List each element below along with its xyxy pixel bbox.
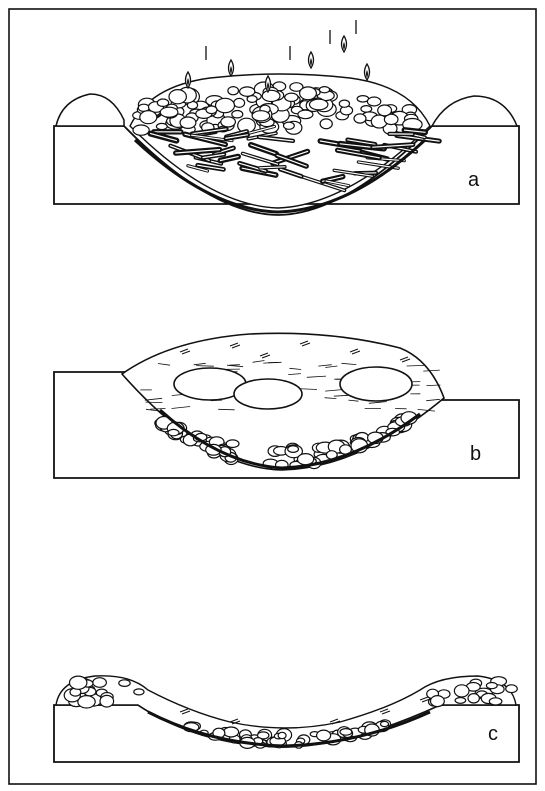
panel-label-a: a xyxy=(468,169,480,191)
stone xyxy=(70,676,87,689)
stone xyxy=(221,117,236,127)
stone xyxy=(226,440,239,448)
stone xyxy=(300,87,317,100)
stone xyxy=(354,114,366,123)
stone xyxy=(278,732,286,738)
stone xyxy=(361,106,372,113)
stone xyxy=(285,93,298,101)
spoil-heap-left-a xyxy=(56,94,124,126)
panel-label-b: b xyxy=(470,443,481,465)
stone xyxy=(168,429,179,435)
vegetation-strand xyxy=(218,409,235,410)
stone xyxy=(169,90,186,104)
panel-b: b xyxy=(54,333,519,478)
food-parcel-2 xyxy=(234,379,302,409)
stone xyxy=(160,107,178,117)
stone xyxy=(339,100,349,107)
stone xyxy=(180,117,196,128)
stone xyxy=(240,87,255,96)
stone xyxy=(320,119,332,129)
stone xyxy=(506,685,518,693)
stone xyxy=(489,698,502,705)
stone xyxy=(486,683,497,689)
stone xyxy=(206,106,217,114)
stone xyxy=(310,99,328,110)
stone xyxy=(100,695,114,707)
stone xyxy=(216,98,235,112)
vegetation-strand xyxy=(146,402,163,403)
stone xyxy=(288,446,299,453)
spoil-heap-right-a xyxy=(432,96,517,126)
food-parcel-3 xyxy=(340,367,412,401)
stone xyxy=(119,680,130,687)
stone xyxy=(134,689,144,695)
stone xyxy=(228,87,239,95)
stone xyxy=(252,111,270,121)
stone xyxy=(378,105,392,116)
stone xyxy=(284,122,295,129)
stone xyxy=(319,87,329,93)
panel-c: c xyxy=(54,676,519,762)
stone xyxy=(340,729,352,736)
stone xyxy=(262,90,280,101)
stone xyxy=(93,678,107,688)
stone xyxy=(455,698,466,704)
stone xyxy=(381,721,389,726)
stone xyxy=(367,97,380,106)
vegetation-strand xyxy=(229,365,240,366)
stone xyxy=(156,123,167,129)
stone xyxy=(468,694,479,703)
stone xyxy=(298,454,314,465)
panel-a: a xyxy=(54,20,519,215)
stone xyxy=(232,111,243,118)
stone xyxy=(234,98,245,107)
stone xyxy=(224,727,239,737)
stone xyxy=(454,685,469,697)
stone xyxy=(317,730,331,741)
stone xyxy=(140,111,157,124)
panel-label-c: c xyxy=(488,723,498,745)
stone xyxy=(133,125,149,135)
stone xyxy=(431,696,445,707)
